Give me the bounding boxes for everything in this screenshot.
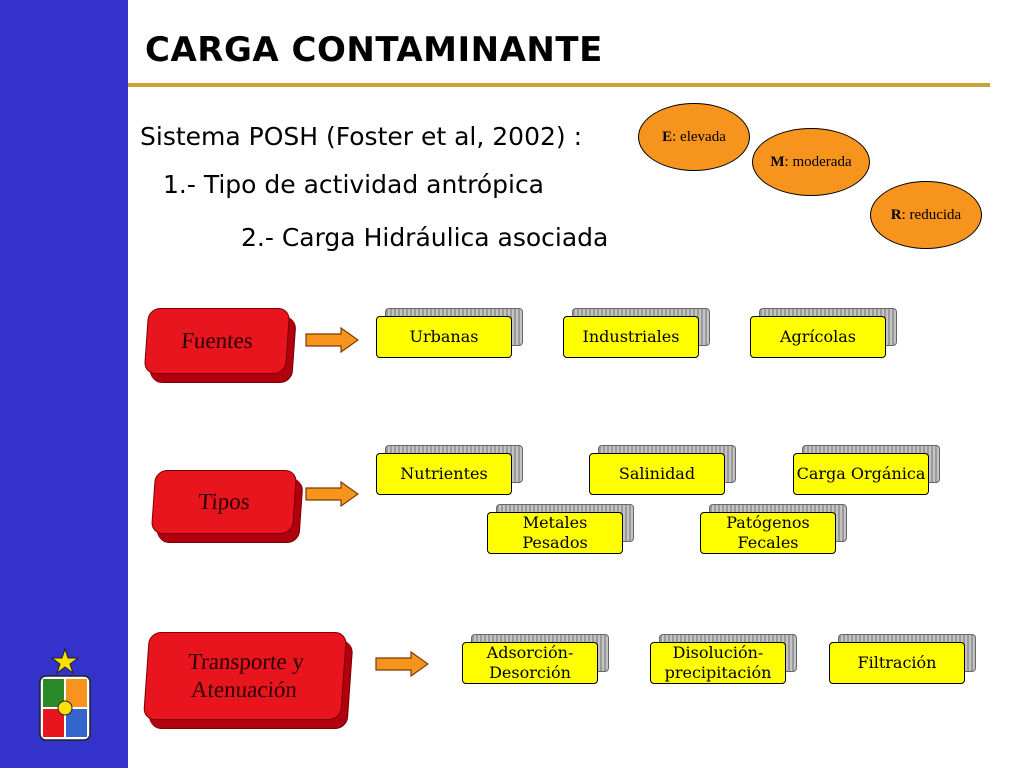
level-letter: E <box>662 128 673 145</box>
item-label: Urbanas <box>376 316 512 358</box>
item-label: Carga Orgánica <box>793 453 929 495</box>
level-text: : elevada <box>672 128 726 145</box>
category-label: Transporte y Atenuación <box>142 632 348 720</box>
level-oval-moderada: M: moderada <box>752 128 870 196</box>
university-logo-icon <box>39 648 91 741</box>
item-label: Salinidad <box>589 453 725 495</box>
slide-title: CARGA CONTAMINANTE <box>145 30 603 70</box>
level-oval-elevada: E: elevada <box>638 103 750 171</box>
item-label: Disolución- precipitación <box>650 642 786 684</box>
arrow-right-icon <box>305 481 359 507</box>
criterion-1: 1.- Tipo de actividad antrópica <box>163 170 545 199</box>
category-label: Tipos <box>150 470 298 534</box>
level-letter: M <box>770 153 785 170</box>
arrow-right-icon <box>375 651 429 677</box>
level-letter: R <box>890 206 902 223</box>
item-label: Industriales <box>563 316 699 358</box>
arrow-right-icon <box>305 327 359 353</box>
item-label: Nutrientes <box>376 453 512 495</box>
left-sidebar <box>0 0 128 768</box>
item-label: Agrícolas <box>750 316 886 358</box>
posh-heading: Sistema POSH (Foster et al, 2002) : <box>140 122 583 151</box>
item-label: Patógenos Fecales <box>700 512 836 554</box>
criterion-2: 2.- Carga Hidráulica asociada <box>241 223 609 252</box>
level-oval-reducida: R: reducida <box>870 181 982 249</box>
level-text: : reducida <box>901 206 962 223</box>
title-underline <box>128 83 990 87</box>
category-label: Fuentes <box>143 308 291 374</box>
item-label: Metales Pesados <box>487 512 623 554</box>
item-label: Adsorción- Desorción <box>462 642 598 684</box>
level-text: : moderada <box>784 153 852 170</box>
item-label: Filtración <box>829 642 965 684</box>
